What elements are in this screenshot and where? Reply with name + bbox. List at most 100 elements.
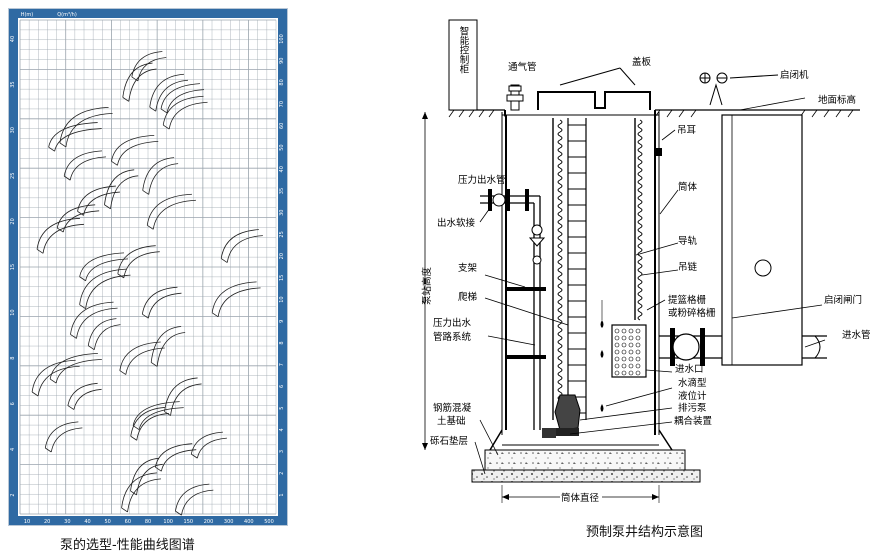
performance-curve [79, 304, 86, 310]
left-tick-label: 10 [10, 309, 16, 315]
performance-curve [170, 383, 202, 416]
grille-hole [621, 342, 627, 348]
pressure-outlet-pipe: 压力出水管 出水软接 [437, 174, 546, 430]
performance-curve [220, 229, 259, 259]
level-gauge-label-1: 水滴型 [678, 377, 707, 389]
grille-hole [635, 363, 641, 369]
performance-curve [131, 76, 139, 82]
performance-curve [110, 175, 139, 209]
left-tick-label: 30 [10, 127, 16, 133]
basket-grille: 提篮格栅 或粉碎格栅 [611, 294, 716, 378]
station-height-label: 泵站高度 [421, 266, 433, 305]
gravel-layer [471, 469, 701, 483]
performance-curve [119, 370, 127, 375]
performance-curve [49, 378, 57, 384]
performance-curve [125, 347, 165, 375]
bottom-tick-label: 400 [244, 519, 254, 525]
left-tick-label: 40 [10, 36, 16, 42]
performance-curve [50, 427, 83, 453]
performance-curve [138, 407, 184, 430]
performance-curve [142, 190, 149, 195]
performance-curve [49, 352, 98, 380]
performance-curve [31, 359, 76, 393]
hoist-label: 启闭机 [780, 69, 809, 81]
right-tick-label: 40 [279, 166, 285, 172]
performance-curve [48, 122, 98, 148]
grille-hole [614, 349, 620, 355]
performance-curve [211, 281, 257, 313]
bottom-tick-label: 300 [224, 519, 234, 525]
bottom-tick-label: 500 [264, 519, 274, 525]
inlet-label: 进水口 [675, 363, 704, 375]
performance-curve [44, 421, 79, 449]
ladder [567, 118, 587, 420]
performance-curve [147, 292, 182, 319]
right-tick-label: 20 [279, 253, 285, 259]
performance-curve [93, 324, 121, 350]
well-shell [489, 110, 673, 451]
performance-curve [175, 510, 182, 516]
performance-curve [62, 210, 100, 233]
performance-curve [132, 401, 180, 426]
performance-curve [63, 150, 103, 177]
performance-curve [123, 251, 160, 278]
rc-foundation-label-1: 钢筋混凝 [433, 402, 472, 414]
grille-hole [621, 363, 627, 369]
performance-curve [136, 413, 169, 441]
grille-hole [628, 335, 634, 341]
performance-curve [48, 146, 55, 152]
grille-hole [621, 370, 627, 376]
bottom-tick-label: 100 [163, 519, 173, 525]
station-height-dimension: 泵站高度 [421, 112, 433, 450]
performance-curve [55, 358, 102, 384]
right-tick-label: 25 [279, 231, 285, 237]
grille-hole [628, 342, 634, 348]
performance-curve [149, 106, 156, 112]
performance-curve [128, 68, 157, 102]
vent-pipe: 通气管 [506, 61, 537, 111]
performance-curve [79, 276, 86, 282]
performance-curve [117, 141, 159, 166]
performance-curve [70, 301, 114, 335]
shell-label: 筒体 [678, 181, 698, 193]
performance-curve [162, 95, 204, 126]
performance-curve [155, 79, 189, 112]
performance-curve [130, 435, 137, 441]
performance-curve [31, 391, 39, 397]
bottom-tick-label: 40 [84, 519, 90, 525]
performance-curve [119, 341, 161, 371]
grille-hole [614, 328, 620, 334]
left-tick-label: 6 [10, 402, 16, 405]
gate-label: 启闭闸门 [824, 294, 862, 306]
performance-curve [111, 161, 118, 166]
inlet-pipe-label: 进水管 [842, 329, 871, 341]
performance-curve [121, 507, 128, 513]
performance-curve [130, 407, 165, 437]
performance-curve [154, 443, 193, 468]
performance-curve [65, 113, 113, 148]
chart-bottom-band [9, 516, 287, 525]
bottom-tick-label: 10 [24, 519, 30, 525]
left-tick-label: 8 [10, 357, 16, 360]
performance-curve [77, 211, 84, 216]
lift-chain-right [637, 119, 643, 321]
performance-curve [160, 83, 200, 109]
bottom-tick-label: 200 [204, 519, 214, 525]
lifting-lug-label: 吊耳 [677, 125, 696, 136]
performance-curve [130, 490, 137, 496]
left-figure-caption: 泵的选型-性能曲线图谱 [60, 538, 195, 553]
level-gauge-label-2: 液位计 [678, 390, 707, 402]
bracket-label: 支架 [458, 262, 478, 274]
sewage-pump-label: 排污泵 [678, 402, 707, 414]
pressure-system-label-1: 压力出水 [433, 317, 472, 329]
right-tick-label: 8 [279, 341, 285, 344]
pressure-outlet-label: 压力出水管 [458, 174, 506, 186]
grille-hole [635, 328, 641, 334]
concrete-foundation [484, 449, 686, 471]
grille-hole [635, 335, 641, 341]
performance-curve [211, 312, 219, 318]
performance-curve [132, 425, 140, 431]
guide-rail [552, 118, 636, 420]
bottom-tick-label: 80 [145, 519, 151, 525]
performance-curve [130, 457, 159, 491]
